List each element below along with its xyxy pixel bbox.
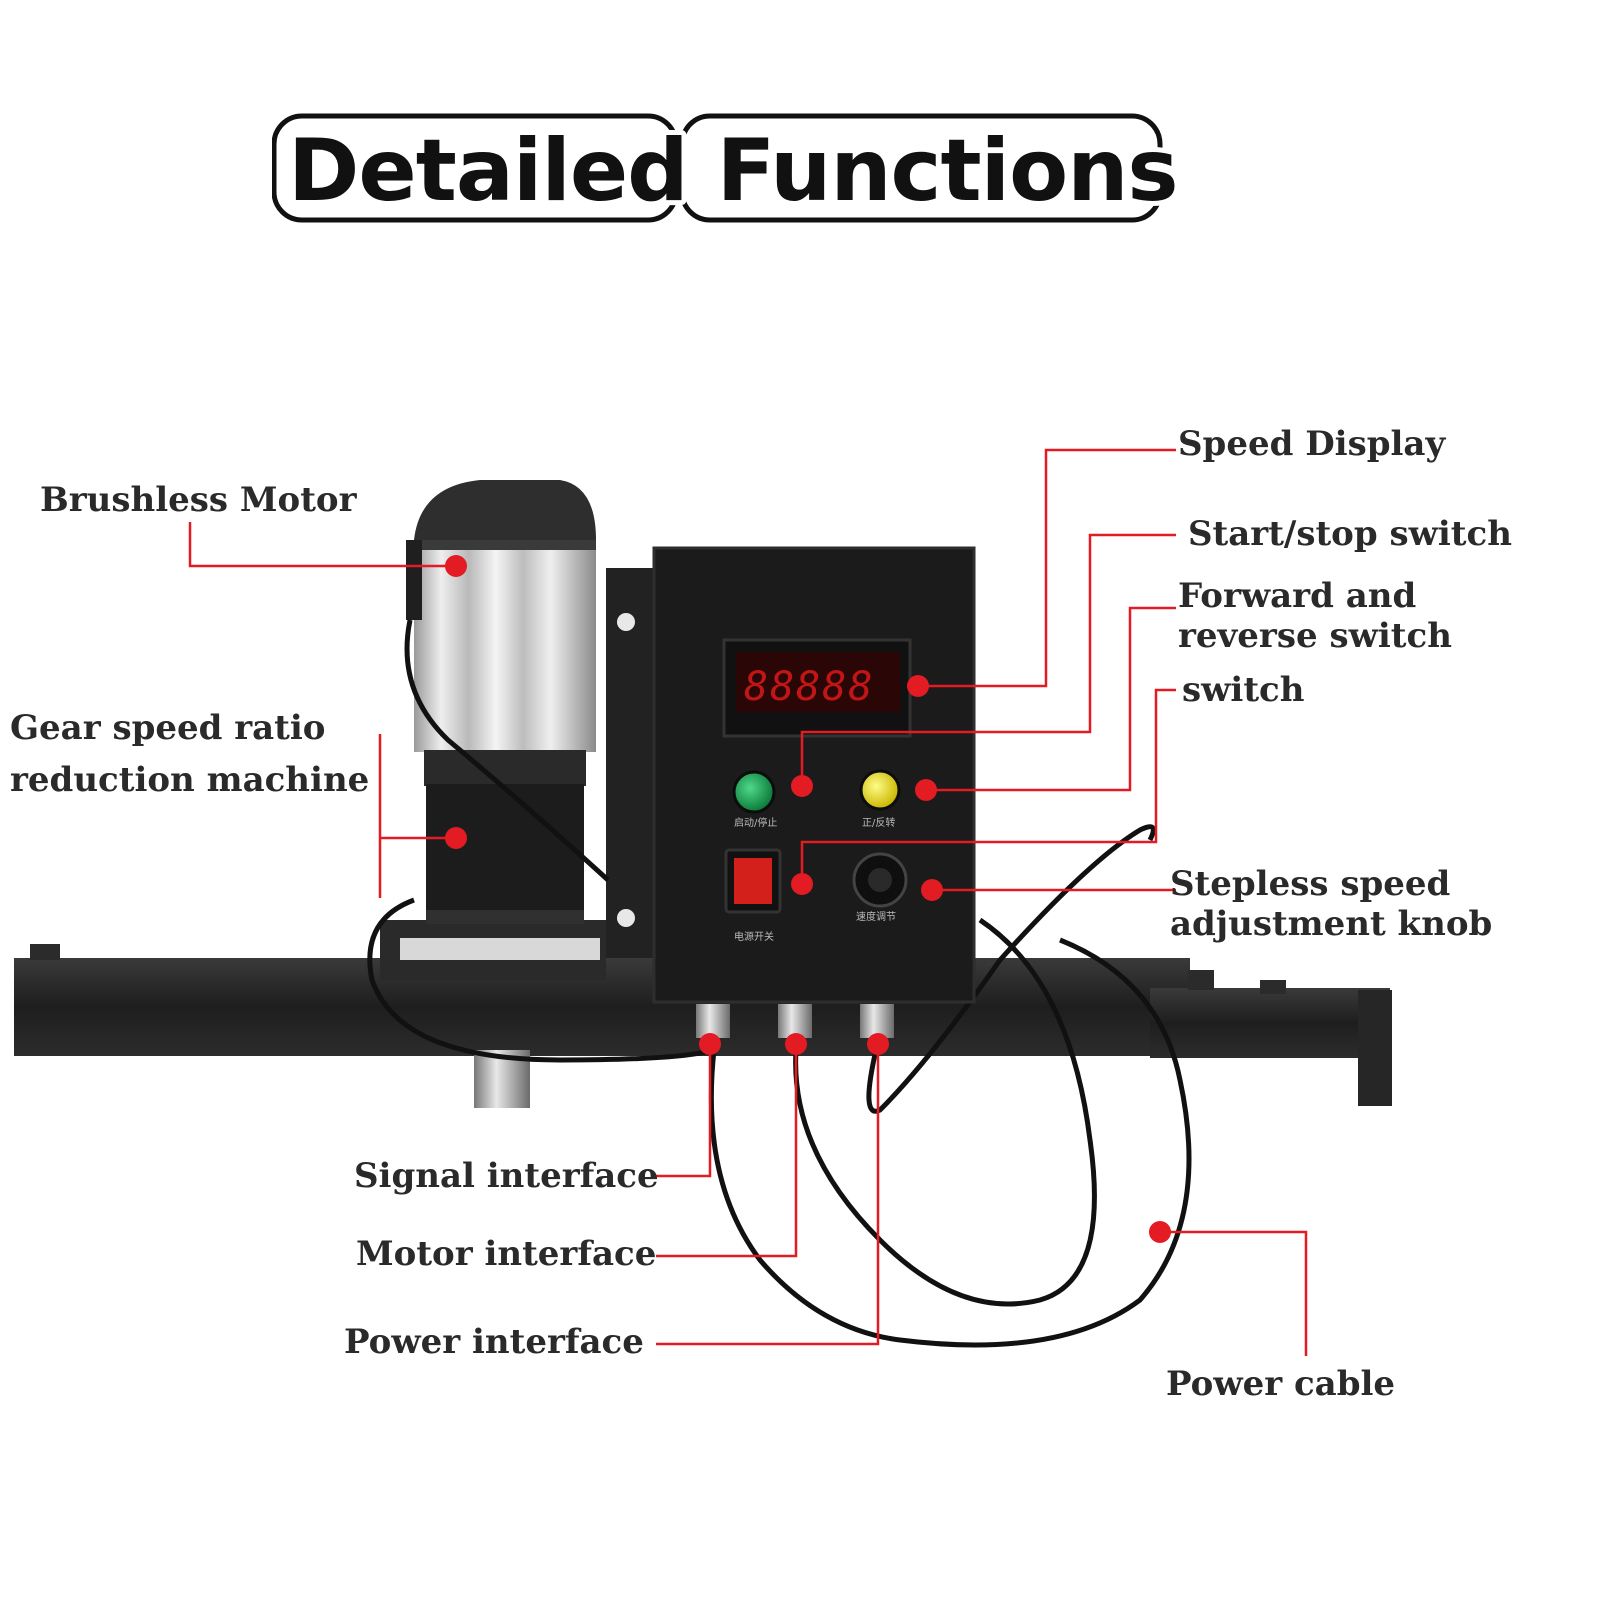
page-title: Detailed Functions: [288, 121, 1178, 221]
dot-motor-interface: [785, 1033, 807, 1055]
label-speed-display: Speed Display: [1178, 424, 1446, 464]
label-forward-line1: Forward and: [1178, 576, 1417, 616]
label-stepless-speed-knob: Stepless speed adjustment knob: [1170, 864, 1492, 944]
label-forward-line2: reverse switch: [1178, 616, 1452, 656]
label-forward-reverse-switch: Forward and reverse switch: [1178, 576, 1452, 656]
label-start-stop-switch: Start/stop switch: [1188, 514, 1512, 554]
dot-signal-interface: [699, 1033, 721, 1055]
label-power-interface: Power interface: [344, 1322, 644, 1362]
dot-speed-display: [907, 675, 929, 697]
title-banner: Detailed Functions: [271, 112, 1202, 226]
label-power-cable: Power cable: [1166, 1364, 1396, 1404]
dot-switch: [791, 873, 813, 895]
dot-power-cable: [1149, 1221, 1171, 1243]
speed-display-digits: 88888: [744, 664, 874, 710]
dot-brushless-motor: [445, 555, 467, 577]
callout-lines: [188, 448, 1308, 1356]
label-signal-interface: Signal interface: [354, 1156, 659, 1196]
dot-forward-reverse: [915, 779, 937, 801]
dot-power-interface: [867, 1033, 889, 1055]
gear-reducer-body: [424, 750, 586, 924]
bottom-connectors: [696, 1004, 894, 1038]
forward-reverse-button[interactable]: [859, 769, 901, 811]
dot-start-stop: [791, 775, 813, 797]
start-stop-button[interactable]: [732, 770, 776, 814]
cables: [367, 619, 1192, 1348]
label-gear-line1: Gear speed ratio: [10, 708, 326, 748]
label-stepless-line2: adjustment knob: [1170, 904, 1493, 944]
label-stepless-line1: Stepless speed: [1170, 864, 1451, 904]
label-gear-reducer: Gear speed ratio reduction machine: [10, 702, 369, 806]
forward-reverse-caption: 正/反转: [862, 816, 895, 829]
control-box: [652, 546, 976, 1004]
start-stop-caption: 启动/停止: [734, 816, 777, 829]
label-brushless-motor: Brushless Motor: [40, 480, 357, 520]
dot-gear: [445, 827, 467, 849]
label-gear-line2: reduction machine: [10, 760, 370, 800]
title-outline: Detailed Functions: [271, 113, 1184, 226]
callout-dots: [445, 555, 1171, 1243]
brushless-motor-body: [406, 480, 596, 752]
label-motor-interface: Motor interface: [356, 1234, 657, 1274]
label-switch: switch: [1182, 670, 1305, 710]
power-switch-caption: 电源开关: [734, 930, 774, 943]
speed-knob-caption: 速度调节: [856, 910, 896, 923]
dot-stepless: [921, 879, 943, 901]
power-rocker-face: [734, 858, 772, 904]
